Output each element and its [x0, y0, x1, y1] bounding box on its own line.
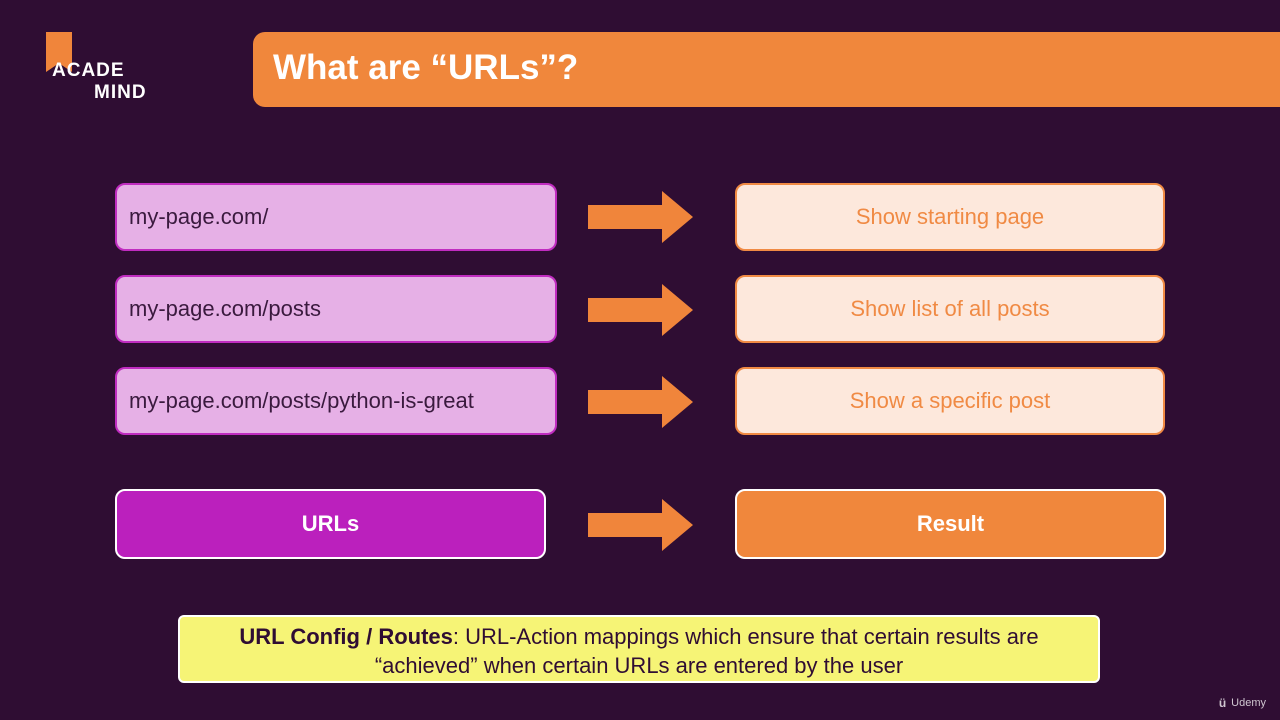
udemy-watermark: ü Udemy [1219, 696, 1266, 710]
academind-logo: ACADE MIND [36, 30, 176, 110]
result-label-box: Result [735, 489, 1166, 559]
slide-title: What are “URLs”? [273, 48, 579, 87]
note-line-1: URL Config / Routes: URL-Action mappings… [180, 622, 1098, 651]
note-term: URL Config / Routes [239, 624, 453, 649]
result-box-3: Show a specific post [735, 367, 1165, 435]
arrow-right-icon [588, 376, 693, 428]
definition-note: URL Config / Routes: URL-Action mappings… [178, 615, 1100, 683]
url-box-2: my-page.com/posts [115, 275, 557, 343]
result-box-1: Show starting page [735, 183, 1165, 251]
url-box-3: my-page.com/posts/python-is-great [115, 367, 557, 435]
note-line-2: “achieved” when certain URLs are entered… [374, 653, 904, 678]
udemy-watermark-text: Udemy [1231, 697, 1266, 709]
arrow-right-icon [588, 284, 693, 336]
arrow-right-icon [588, 191, 693, 243]
note-line1-text: : URL-Action mappings which ensure that … [452, 624, 1039, 649]
logo-text-line2: MIND [94, 82, 147, 103]
result-box-2: Show list of all posts [735, 275, 1165, 343]
udemy-logo-icon: ü [1218, 696, 1227, 710]
url-box-1: my-page.com/ [115, 183, 557, 251]
logo-text-line1: ACADE [52, 60, 125, 81]
urls-label-box: URLs [115, 489, 546, 559]
arrow-right-icon [588, 499, 693, 551]
title-bar: What are “URLs”? [253, 32, 1280, 107]
